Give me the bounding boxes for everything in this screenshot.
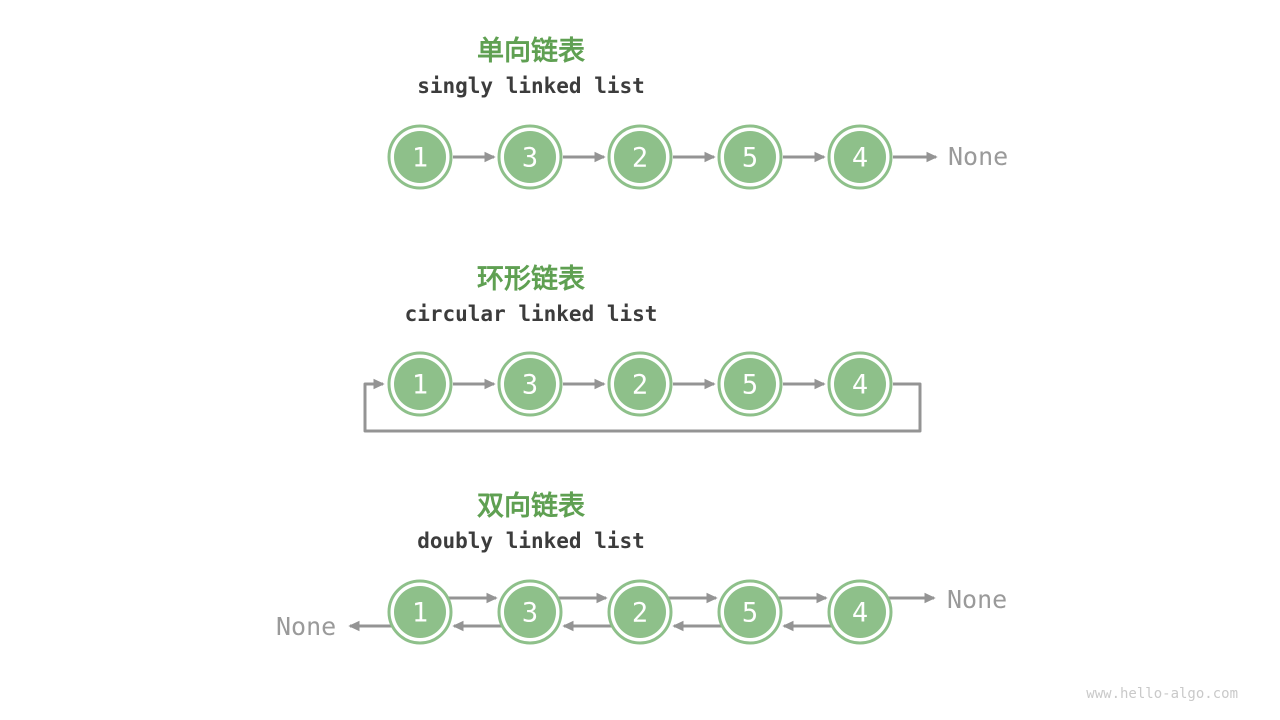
list-node: 1 [387, 124, 453, 190]
list-node: 5 [717, 579, 783, 645]
node-value: 3 [522, 143, 538, 174]
watermark: www.hello-algo.com [1086, 686, 1238, 702]
list-node: 1 [387, 579, 453, 645]
doubly-section-title-en: doubly linked list [417, 529, 645, 553]
singly-section-title-zh: 单向链表 [477, 36, 585, 66]
list-node: 4 [827, 124, 893, 190]
list-node: 5 [717, 351, 783, 417]
node-value: 1 [412, 370, 428, 401]
node-value: 1 [412, 143, 428, 174]
node-value: 5 [742, 370, 758, 401]
list-node: 3 [497, 579, 563, 645]
doubly-tail-none-label: None [947, 585, 1008, 614]
list-node: 4 [827, 579, 893, 645]
singly-tail-none-label: None [948, 142, 1009, 171]
circular-section-title-en: circular linked list [404, 302, 658, 326]
doubly-section-title-zh: 双向链表 [477, 491, 585, 521]
list-node: 3 [497, 124, 563, 190]
singly-diagram: 1 3 2 5 4 [387, 124, 938, 190]
node-value: 4 [852, 370, 868, 401]
circular-diagram: 1 3 2 5 4 [363, 351, 922, 433]
list-node: 4 [827, 351, 893, 417]
doubly-diagram: 1 3 2 5 4 [348, 579, 936, 645]
circular-section-title-zh: 环形链表 [477, 264, 585, 294]
doubly-head-none-label: None [276, 612, 337, 641]
singly-section-title-en: singly linked list [417, 74, 645, 98]
node-value: 4 [852, 598, 868, 629]
node-value: 2 [632, 598, 648, 629]
list-node: 3 [497, 351, 563, 417]
node-value: 2 [632, 370, 648, 401]
list-node: 1 [387, 351, 453, 417]
loop-back-arrow [363, 378, 922, 433]
node-value: 3 [522, 370, 538, 401]
list-node: 5 [717, 124, 783, 190]
node-value: 5 [742, 143, 758, 174]
list-node: 2 [607, 351, 673, 417]
node-value: 1 [412, 598, 428, 629]
list-node: 2 [607, 124, 673, 190]
node-value: 4 [852, 143, 868, 174]
node-value: 2 [632, 143, 648, 174]
node-value: 5 [742, 598, 758, 629]
list-node: 2 [607, 579, 673, 645]
node-value: 3 [522, 598, 538, 629]
